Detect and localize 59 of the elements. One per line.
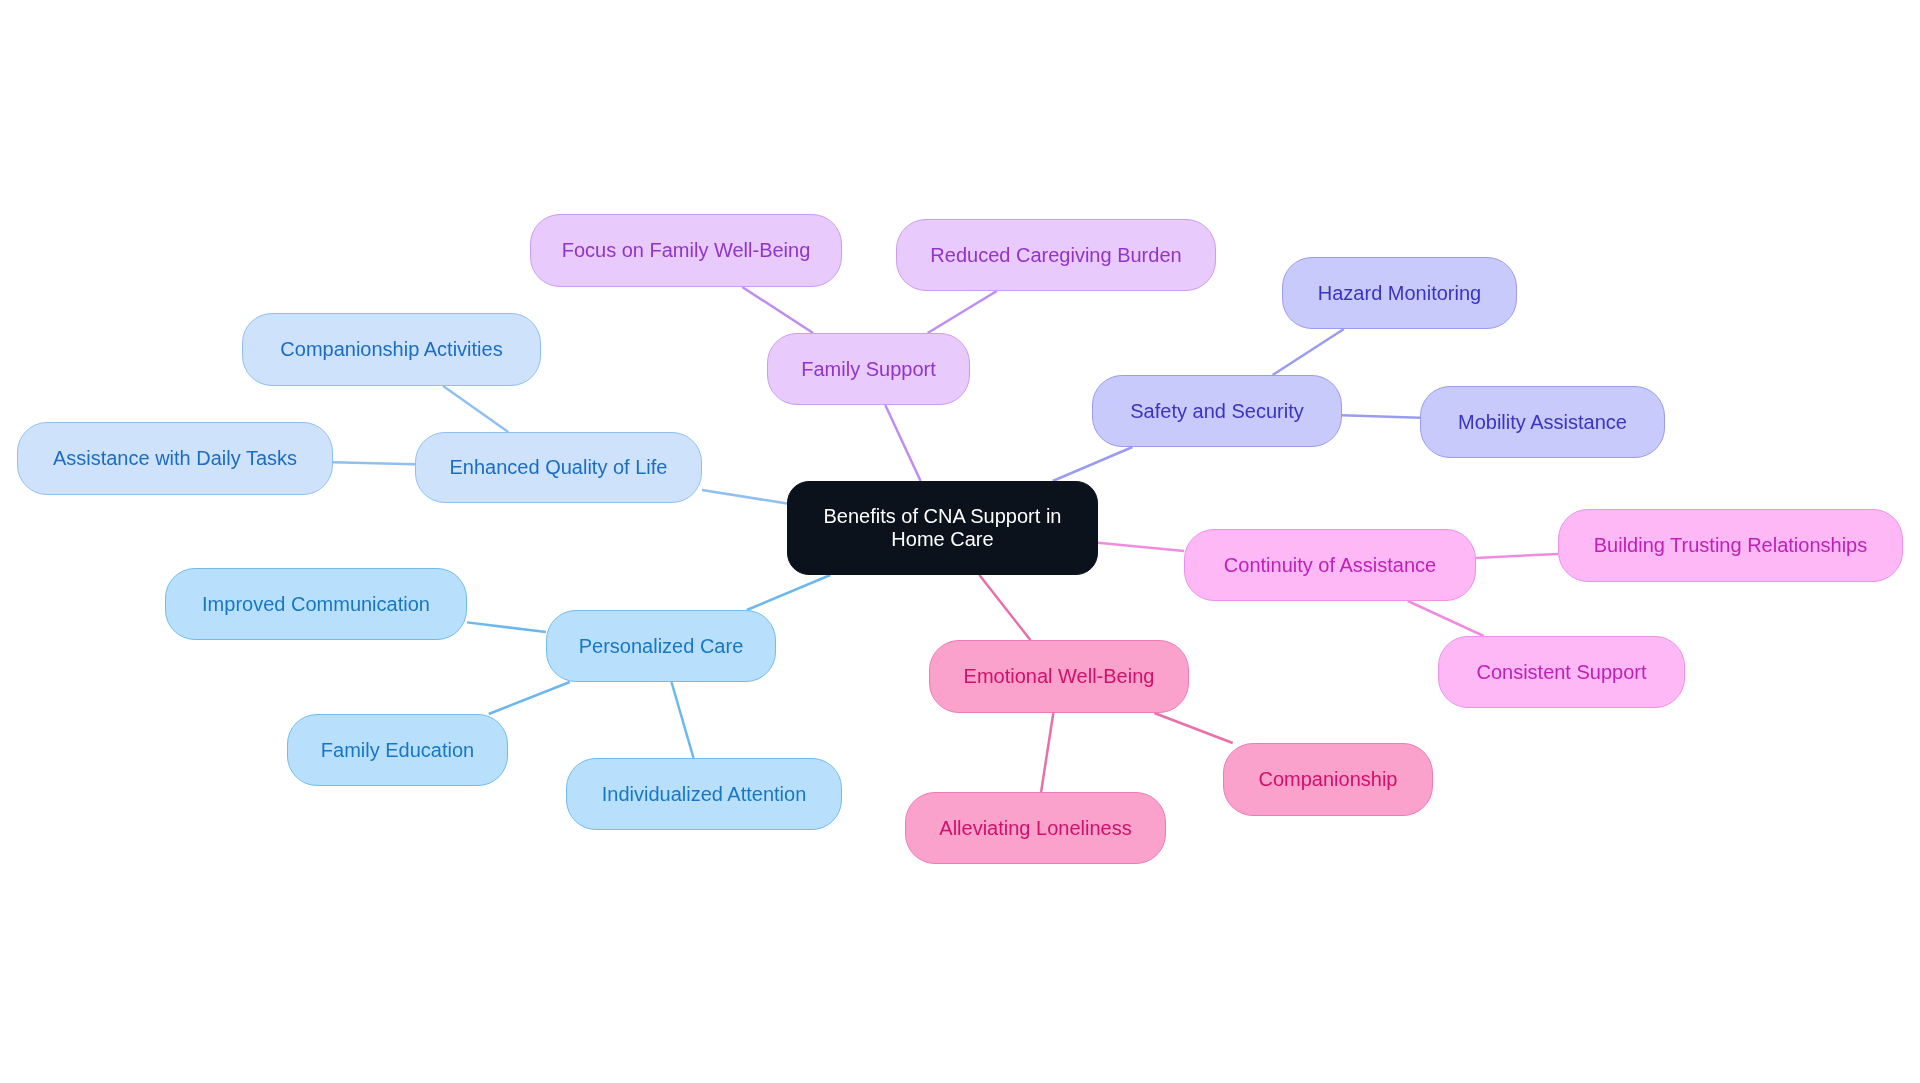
- topic-node: [1420, 386, 1665, 458]
- node-label: Reduced Caregiving Burden: [929, 243, 1183, 267]
- connector-line: [332, 460, 416, 466]
- node-label: Improved Communication: [201, 592, 431, 616]
- connector-line: [1097, 541, 1185, 553]
- topic-node: [1438, 636, 1685, 708]
- connector-line: [1039, 712, 1055, 793]
- connector-line: [1153, 711, 1234, 745]
- topic-node: [1223, 743, 1433, 816]
- topic-node: [1092, 375, 1342, 447]
- node-label: Family Support: [800, 357, 937, 381]
- node-label: Hazard Monitoring: [1316, 281, 1483, 305]
- connector-line: [927, 289, 998, 335]
- node-label: Building Trusting Relationships: [1592, 534, 1869, 557]
- node-label: Continuity of Assistance: [1222, 553, 1438, 577]
- topic-node: [1282, 257, 1517, 329]
- topic-node: [566, 758, 842, 830]
- connector-line: [670, 681, 695, 759]
- connector-line: [1475, 552, 1559, 560]
- connector-line: [701, 488, 788, 505]
- node-label: Emotional Well-Being: [962, 665, 1156, 688]
- node-label: Companionship Activities: [279, 338, 504, 361]
- topic-node: [905, 792, 1166, 864]
- topic-node: [287, 714, 508, 786]
- connector-line: [884, 404, 922, 482]
- topic-node: [767, 333, 970, 405]
- node-label: Family Education: [319, 738, 476, 762]
- node-label: Safety and Security: [1129, 399, 1305, 423]
- connector-line: [1407, 599, 1485, 638]
- node-label: Companionship: [1257, 768, 1399, 791]
- node-label: Enhanced Quality of Life: [448, 456, 669, 479]
- connector-line: [1341, 413, 1421, 420]
- connector-line: [442, 384, 509, 434]
- connector-line: [488, 680, 571, 716]
- topic-node: [530, 214, 842, 287]
- node-label: Assistance with Daily Tasks: [51, 447, 299, 470]
- connector-line: [1052, 445, 1134, 483]
- node-label: Personalized Care: [577, 634, 745, 658]
- connector-line: [741, 285, 814, 335]
- node-label: Benefits of CNA Support in Home Care: [822, 505, 1063, 551]
- node-label: Focus on Family Well-Being: [560, 239, 812, 262]
- topic-node: [896, 219, 1216, 291]
- topic-node: [165, 568, 467, 640]
- connector-line: [1272, 327, 1345, 377]
- node-label: Consistent Support: [1475, 660, 1648, 684]
- topic-node: [929, 640, 1189, 713]
- topic-node: [415, 432, 702, 503]
- central-topic-node: [787, 481, 1098, 575]
- connector-line: [466, 621, 547, 634]
- topic-node: [17, 422, 333, 495]
- connector-line: [978, 574, 1032, 641]
- topic-node: [242, 313, 541, 386]
- connector-line: [746, 573, 831, 612]
- topic-node: [546, 610, 776, 682]
- node-label: Alleviating Loneliness: [938, 816, 1133, 840]
- node-label: Individualized Attention: [600, 782, 808, 806]
- topic-node: [1184, 529, 1476, 601]
- node-label: Mobility Assistance: [1457, 410, 1628, 434]
- topic-node: [1558, 509, 1903, 582]
